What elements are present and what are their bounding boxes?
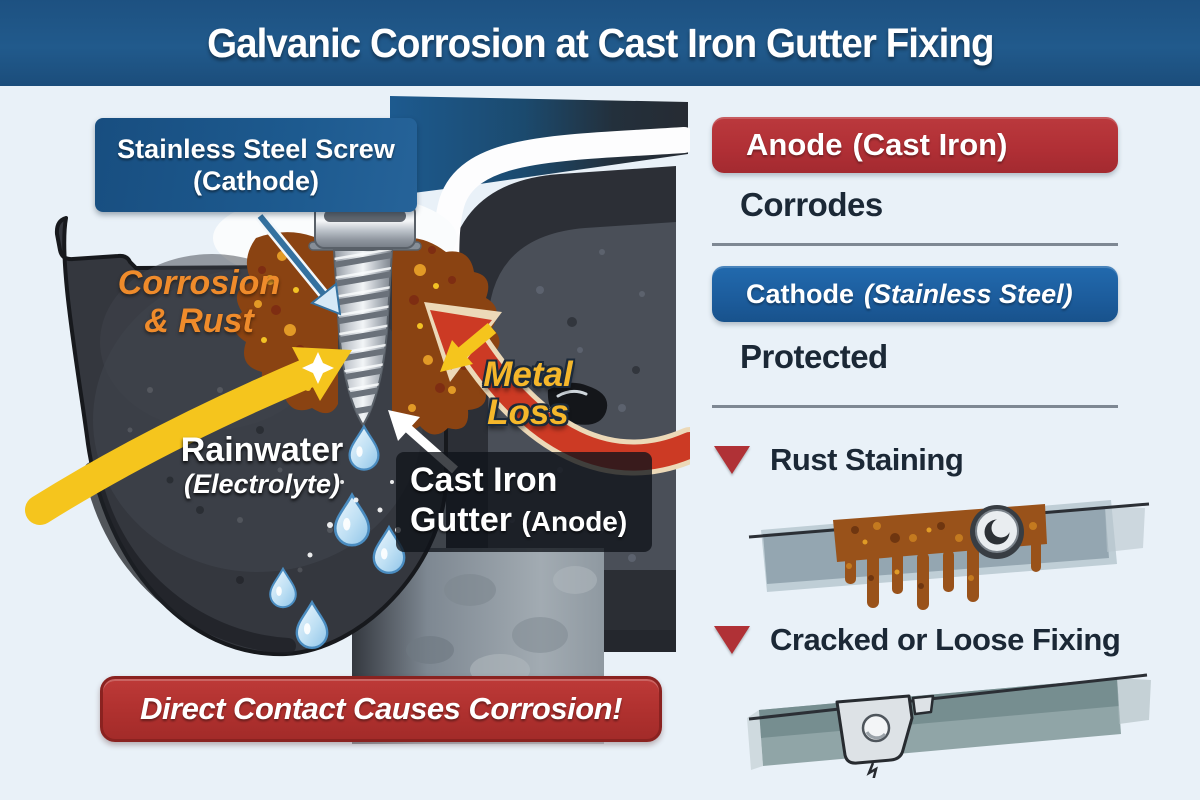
screw-label-line2: (Cathode) xyxy=(193,166,319,196)
gutter-corrosion-illustration xyxy=(25,96,690,746)
screw-label-arrow xyxy=(255,212,342,316)
issue-rust-staining: Rust Staining xyxy=(714,442,1154,478)
anode-badge: Anode (Cast Iron) xyxy=(712,117,1118,173)
page-title: Galvanic Corrosion at Cast Iron Gutter F… xyxy=(206,19,994,66)
metal-loss-void xyxy=(547,382,608,425)
cathode-badge: Cathode (Stainless Steel) xyxy=(712,266,1118,322)
divider xyxy=(712,405,1118,408)
cathode-status: Protected xyxy=(740,338,888,375)
metal-loss-label: Metal Loss xyxy=(483,355,573,432)
crack-fixing-illustration xyxy=(747,673,1151,778)
anode-status: Corrodes xyxy=(740,186,883,223)
water-drops xyxy=(269,424,406,649)
loose-bracket xyxy=(835,694,935,778)
cathode-subtitle: (Stainless Steel) xyxy=(864,278,1073,309)
warning-banner: Direct Contact Causes Corrosion! xyxy=(100,676,662,742)
rusted-screw-head xyxy=(970,505,1024,559)
screw-cathode-label: Stainless Steel Screw (Cathode) xyxy=(95,118,417,212)
title-bar: Galvanic Corrosion at Cast Iron Gutter F… xyxy=(0,0,1200,86)
rainwater-label: Rainwater (Electrolyte) xyxy=(180,431,344,499)
warning-triangle-icon xyxy=(714,446,750,474)
rust-staining-illustration xyxy=(748,500,1150,610)
issue-cracked-fixing: Cracked or Loose Fixing xyxy=(714,622,1154,658)
small-yellow-arrow xyxy=(440,323,497,372)
sparkle-icon xyxy=(302,352,334,384)
divider xyxy=(712,243,1118,246)
screw-label-line1: Stainless Steel Screw xyxy=(117,134,395,164)
screw-illustration xyxy=(308,203,422,427)
warning-triangle-icon xyxy=(714,626,750,654)
cathode-title: Cathode xyxy=(746,278,854,309)
anode-subtitle: (Cast Iron) xyxy=(852,127,1008,162)
red-metal-loss-arrow xyxy=(424,302,690,476)
anode-title: Anode xyxy=(746,127,843,162)
crack-line xyxy=(866,762,878,778)
corrosion-rust-label: Corrosion & Rust xyxy=(117,264,281,340)
cast-iron-gutter-label: Cast Iron Gutter (Anode) xyxy=(396,452,652,552)
